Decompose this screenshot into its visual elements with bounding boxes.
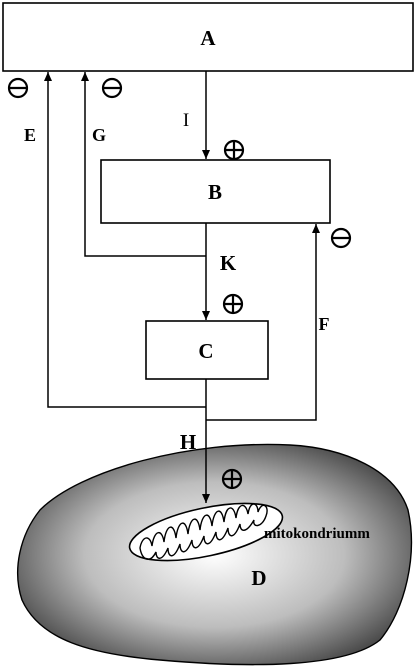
inhibit-sign-g <box>101 77 123 99</box>
mitochondrion-cristae <box>139 503 268 560</box>
node-b-box <box>100 159 331 224</box>
node-a-label: A <box>200 26 216 50</box>
edge-f-label: F <box>319 314 330 334</box>
node-c-box <box>145 320 269 380</box>
edge-e-arrow <box>44 72 206 408</box>
edge-g-arrow <box>81 72 206 257</box>
mitochondrion-label: mitokondriumm <box>264 526 370 542</box>
inhibit-sign-f <box>330 227 352 249</box>
edge-h-label: H <box>180 430 196 454</box>
edge-g-label: G <box>92 125 106 145</box>
mitochondrion <box>128 502 284 562</box>
node-a-box <box>2 2 414 72</box>
inhibit-sign-e <box>7 77 29 99</box>
activate-sign-i <box>223 139 245 161</box>
node-d-label: D <box>251 566 266 590</box>
edge-e-label: E <box>24 125 36 145</box>
edge-f-arrow <box>206 224 320 421</box>
edge-i-label: I <box>183 110 189 131</box>
activate-sign-k <box>222 293 244 315</box>
node-c-label: C <box>198 339 213 363</box>
node-b-label: B <box>208 180 222 204</box>
edge-k-label: K <box>220 251 237 275</box>
activate-sign-h <box>221 468 243 490</box>
